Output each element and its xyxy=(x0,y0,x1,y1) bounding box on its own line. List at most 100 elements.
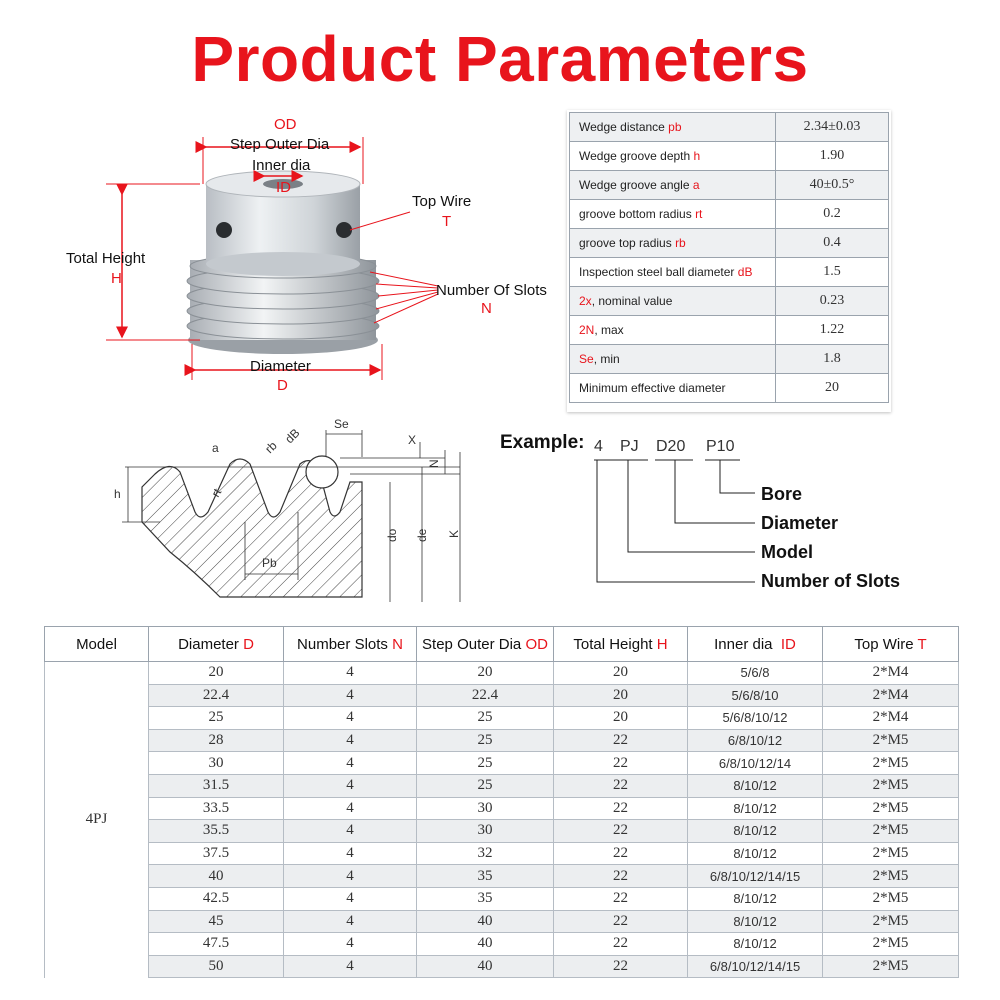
table-cell: 22 xyxy=(553,886,688,911)
table-cell: 22 xyxy=(553,841,688,866)
table-cell: 4 xyxy=(283,751,417,775)
table-cell: 22 xyxy=(553,773,688,798)
example-label-slots: Number of Slots xyxy=(761,571,901,591)
param-label: Wedge groove angle a xyxy=(569,170,776,200)
table-cell: 8/10/12 xyxy=(687,796,823,821)
param-value: 1.90 xyxy=(775,141,889,171)
diameter-label: Diameter xyxy=(250,358,311,375)
param-value: 1.5 xyxy=(775,257,889,287)
table-cell: 5/6/8/10 xyxy=(687,683,823,708)
table-cell: 40 xyxy=(148,864,284,888)
column-header-text: Model xyxy=(76,635,117,653)
h-label: H xyxy=(111,270,122,287)
param-value: 2.34±0.03 xyxy=(775,112,889,142)
column-header-text: Top Wire xyxy=(854,635,918,653)
table-cell: 22 xyxy=(553,909,688,934)
table-cell: 30 xyxy=(416,796,554,821)
table-cell: 8/10/12 xyxy=(687,886,823,911)
example-heading: Example: xyxy=(500,432,585,453)
param-label: Wedge groove depth h xyxy=(569,141,776,171)
groove-Se: Se xyxy=(334,417,349,431)
table-cell: 31.5 xyxy=(148,773,284,798)
column-header-symbol: N xyxy=(392,635,403,653)
table-cell: 2*M5 xyxy=(822,728,959,753)
param-symbol: rb xyxy=(675,236,686,250)
table-cell: 25 xyxy=(416,773,554,798)
table-cell: 2*M5 xyxy=(822,909,959,934)
table-cell: 22 xyxy=(553,728,688,753)
table-cell: 2*M5 xyxy=(822,954,959,979)
groove-Pb: Pb xyxy=(262,556,277,570)
column-header-symbol: ID xyxy=(780,635,796,653)
table-cell: 22 xyxy=(553,796,688,821)
table-cell: 8/10/12 xyxy=(687,932,823,956)
total-height-label: Total Height xyxy=(66,250,146,267)
table-cell: 4 xyxy=(283,909,417,934)
pulley-hub xyxy=(205,170,361,276)
column-header-text: Total Height xyxy=(573,635,657,653)
column-header: Number Slots N xyxy=(283,626,417,662)
table-cell: 4 xyxy=(283,773,417,798)
param-text: Inspection steel ball diameter xyxy=(579,265,738,279)
table-cell: 37.5 xyxy=(148,841,284,866)
table-cell: 30 xyxy=(148,751,284,775)
groove-K: K xyxy=(447,530,461,538)
param-symbol: dB xyxy=(737,265,753,279)
table-cell: 20 xyxy=(553,683,688,708)
param-value: 0.23 xyxy=(775,286,889,316)
param-label: groove bottom radius rt xyxy=(569,199,776,229)
groove-do: do xyxy=(385,528,399,542)
groove-dB: dB xyxy=(282,426,302,446)
column-header-symbol: H xyxy=(656,635,668,653)
table-cell: 22.4 xyxy=(416,683,554,708)
table-cell: 2*M5 xyxy=(822,932,959,956)
table-cell: 2*M5 xyxy=(822,841,959,866)
table-cell: 20 xyxy=(553,706,688,730)
param-symbol: 2x xyxy=(579,294,592,308)
table-cell: 33.5 xyxy=(148,796,284,821)
table-cell: 40 xyxy=(416,909,554,934)
table-cell: 28 xyxy=(148,728,284,753)
table-cell: 42.5 xyxy=(148,886,284,911)
table-cell: 2*M5 xyxy=(822,773,959,798)
example-code-diameter: D20 xyxy=(656,438,686,455)
param-text: , min xyxy=(593,352,620,366)
table-cell: 8/10/12 xyxy=(687,773,823,798)
table-cell: 47.5 xyxy=(148,932,284,956)
table-cell: 2*M4 xyxy=(822,683,959,708)
table-cell: 5/6/8 xyxy=(687,661,823,685)
param-value: 20 xyxy=(775,373,889,403)
example-section: Example: 4 PJ D20 P10 Bore Diameter Mode… xyxy=(500,430,980,600)
param-text: Minimum effective diameter xyxy=(579,381,726,395)
table-cell: 22 xyxy=(553,954,688,979)
table-cell: 2*M4 xyxy=(822,661,959,685)
table-cell: 25 xyxy=(416,706,554,730)
column-header-symbol: T xyxy=(917,635,927,653)
param-text: , nominal value xyxy=(591,294,673,308)
table-cell: 4 xyxy=(283,796,417,821)
table-cell: 4 xyxy=(283,864,417,888)
example-label-model: Model xyxy=(761,542,813,562)
d-label: D xyxy=(277,377,288,394)
column-header-text: Inner dia xyxy=(714,635,781,653)
param-label: Inspection steel ball diameter dB xyxy=(569,257,776,287)
groove-N: N xyxy=(427,459,441,468)
page-title: Product Parameters xyxy=(191,23,809,95)
table-cell: 22 xyxy=(553,819,688,843)
table-cell: 25 xyxy=(416,728,554,753)
table-cell: 40 xyxy=(416,954,554,979)
param-label: groove top radius rb xyxy=(569,228,776,258)
table-cell: 2*M5 xyxy=(822,819,959,843)
param-value: 40±0.5° xyxy=(775,170,889,200)
